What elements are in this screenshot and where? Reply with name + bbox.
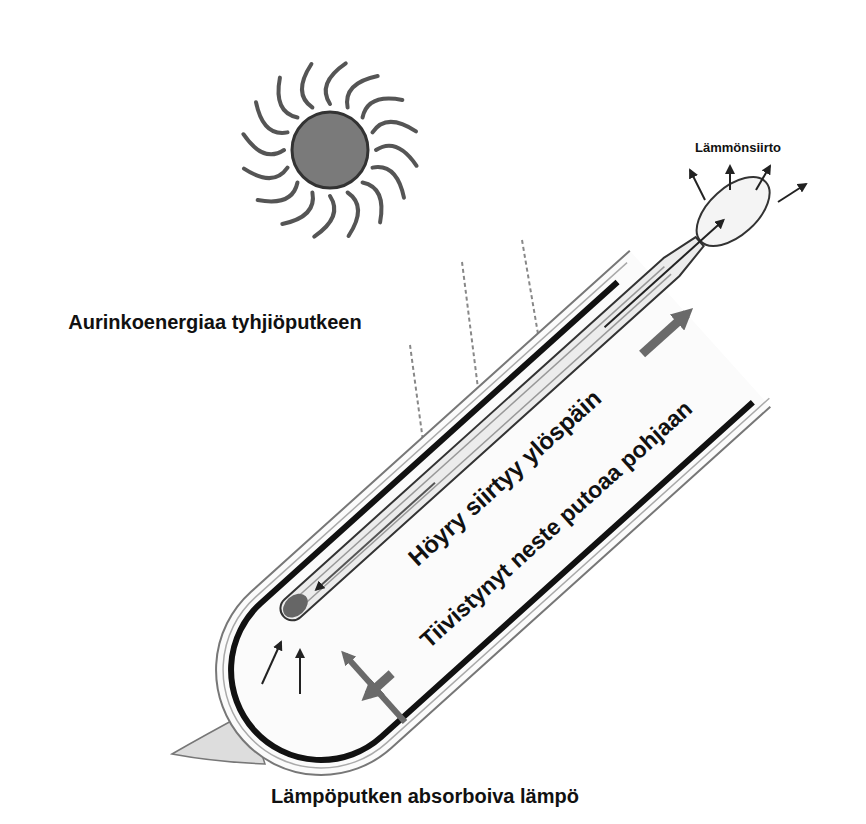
sun-ray-wave	[279, 78, 298, 118]
vapour-flow-arrow	[605, 220, 724, 327]
heat-arrow	[778, 184, 806, 202]
sun-ray-wave	[363, 99, 403, 118]
sun-ray-wave	[258, 183, 298, 202]
solar-input-label: Aurinkoenergiaa tyhjiöputkeen	[65, 311, 364, 334]
outer-glass-wall	[173, 251, 771, 819]
heat-arrow	[756, 166, 770, 190]
sun-ray-wave	[376, 146, 417, 166]
heat-in-arrow	[262, 642, 281, 684]
sun-ray-wave	[326, 63, 346, 104]
inner-glass-wall	[183, 253, 770, 809]
heat-in-arrow	[345, 655, 405, 722]
liquid-pool	[278, 589, 312, 623]
sun-symbol	[243, 63, 416, 236]
vacuum-tube	[173, 152, 866, 818]
sun-ray-wave	[363, 183, 382, 223]
sun-ray-wave	[348, 192, 358, 236]
heat-output-arrows	[690, 166, 806, 202]
sun-ray-wave	[302, 64, 312, 108]
condenser-bulb	[684, 164, 782, 259]
liquid-flow-arrow	[316, 483, 435, 590]
heat-arrow	[729, 166, 731, 190]
heat-transfer-label: Lämmönsiirto	[692, 141, 784, 156]
sun-ray-wave	[243, 134, 284, 154]
sun-disc	[292, 112, 368, 188]
vapour-arrow	[642, 314, 687, 354]
absorbed-heat-arrows	[262, 642, 405, 722]
absorbed-heat-label: Lämpöputken absorboiva lämpö	[268, 785, 582, 808]
sun-ray-wave	[314, 196, 334, 237]
heat-in-arrow	[299, 650, 301, 694]
sun-ray-wave	[244, 168, 288, 178]
absorber-layer	[194, 269, 753, 798]
sun-ray-wave	[372, 122, 416, 132]
heat-arrow	[690, 170, 705, 200]
